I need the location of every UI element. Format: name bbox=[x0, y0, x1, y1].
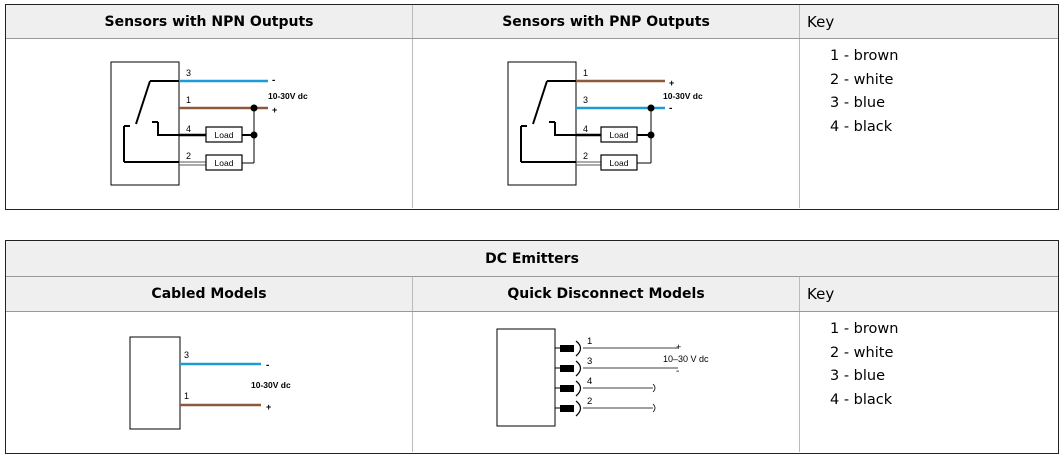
pnp-wire-label: 3 bbox=[583, 95, 588, 105]
key-item: 3 - blue bbox=[830, 368, 886, 384]
pnp-wire-label: 4 bbox=[583, 124, 588, 134]
key-item: 1 - brown bbox=[830, 48, 899, 64]
qd-diagram-cell: 1 3 4 2 + - 10–30 V dc bbox=[413, 312, 800, 452]
positive-sign: + bbox=[266, 402, 271, 412]
npn-wire-label: 4 bbox=[186, 124, 191, 134]
pnp-sensor-box bbox=[507, 61, 577, 186]
key-item: 4 - black bbox=[830, 118, 893, 135]
key-header: Key bbox=[807, 285, 835, 303]
npn-wire-label: 3 bbox=[186, 68, 191, 78]
pnp-diagram-cell: 1 3 4 2 Load Load + - 10-30V dc bbox=[413, 39, 800, 208]
sensor-header-row: Sensors with NPN Outputs Sensors with PN… bbox=[6, 5, 1058, 39]
key-cell: 1 - brown 2 - white 3 - blue 4 - black bbox=[800, 312, 1057, 452]
npn-junction-2 bbox=[250, 131, 258, 139]
cabled-wire-label: 3 bbox=[184, 350, 189, 360]
qd-pin-label: 1 bbox=[587, 336, 592, 347]
npn-diagram-cell: 3 1 4 2 Load Load - + 10-30V dc bbox=[6, 39, 413, 208]
key-item: 2 - white bbox=[830, 344, 894, 361]
negative-sign: - bbox=[272, 75, 275, 86]
cabled-wire-label: 1 bbox=[184, 391, 189, 401]
wire-color-key: 1 - brown 2 - white 3 - blue 4 - black bbox=[830, 45, 898, 139]
positive-sign: + bbox=[669, 78, 674, 88]
key-item: 2 - white bbox=[830, 71, 894, 88]
npn-header: Sensors with NPN Outputs bbox=[6, 5, 413, 38]
key-item: 4 - black bbox=[830, 391, 893, 408]
cabled-wiring-diagram: 3 1 - + 10-30V dc bbox=[129, 336, 291, 430]
pnp-header: Sensors with PNP Outputs bbox=[413, 5, 800, 38]
emitter-box bbox=[129, 336, 181, 430]
voltage-label: 10-30V dc bbox=[251, 380, 291, 390]
pnp-wiring-diagram: 1 3 4 2 Load Load + - 10-30V dc bbox=[507, 61, 703, 186]
key-item: 3 - blue bbox=[830, 95, 886, 111]
emitter-wiring-table: DC Emitters Cabled Models Quick Disconne… bbox=[5, 240, 1059, 454]
qd-pin-label: 2 bbox=[587, 396, 592, 407]
qd-header: Quick Disconnect Models bbox=[413, 277, 800, 311]
qd-emitter-box bbox=[496, 328, 556, 427]
emitter-title: DC Emitters bbox=[485, 250, 579, 267]
cabled-diagram-cell: 3 1 - + 10-30V dc bbox=[6, 312, 413, 452]
qd-pin-label: 4 bbox=[587, 376, 592, 387]
wire-color-key: 1 - brown 2 - white 3 - blue 4 - black bbox=[830, 318, 898, 412]
pnp-junction-2 bbox=[647, 131, 655, 139]
emitter-body-row: 3 1 - + 10-30V dc bbox=[6, 312, 1058, 452]
npn-wiring-diagram: 3 1 4 2 Load Load - + 10-30V dc bbox=[110, 61, 308, 186]
voltage-label: 10-30V dc bbox=[268, 91, 308, 101]
qd-wiring-diagram: 1 3 4 2 + - 10–30 V dc bbox=[496, 328, 709, 427]
voltage-label: 10-30V dc bbox=[663, 91, 703, 101]
sensor-wiring-table: Sensors with NPN Outputs Sensors with PN… bbox=[5, 4, 1059, 210]
voltage-label: 10–30 V dc bbox=[663, 354, 709, 364]
negative-sign: - bbox=[676, 366, 679, 377]
npn-sensor-box bbox=[110, 61, 180, 186]
negative-sign: - bbox=[266, 360, 269, 371]
cabled-header: Cabled Models bbox=[6, 277, 413, 311]
negative-sign: - bbox=[669, 103, 672, 114]
load-label: Load bbox=[610, 158, 629, 168]
pnp-wire-label: 1 bbox=[583, 68, 588, 78]
key-cell: 1 - brown 2 - white 3 - blue 4 - black bbox=[800, 39, 1057, 208]
npn-junction-1 bbox=[250, 104, 258, 112]
npn-wire-label: 2 bbox=[186, 151, 191, 161]
load-label: Load bbox=[610, 130, 629, 140]
positive-sign: + bbox=[676, 342, 681, 352]
qd-pin-label: 3 bbox=[587, 356, 592, 367]
pnp-wire-label: 2 bbox=[583, 151, 588, 161]
qd-connector-pins bbox=[555, 340, 582, 417]
load-label: Load bbox=[215, 158, 234, 168]
load-label: Load bbox=[215, 130, 234, 140]
emitter-header-row: Cabled Models Quick Disconnect Models Ke… bbox=[6, 277, 1058, 312]
emitter-title-row: DC Emitters bbox=[6, 241, 1058, 277]
npn-wire-label: 1 bbox=[186, 95, 191, 105]
pnp-junction-1 bbox=[647, 104, 655, 112]
sensor-body-row: 3 1 4 2 Load Load - + 10-30V dc bbox=[6, 39, 1058, 208]
positive-sign: + bbox=[272, 105, 277, 115]
key-header: Key bbox=[807, 12, 835, 31]
key-item: 1 - brown bbox=[830, 321, 899, 337]
